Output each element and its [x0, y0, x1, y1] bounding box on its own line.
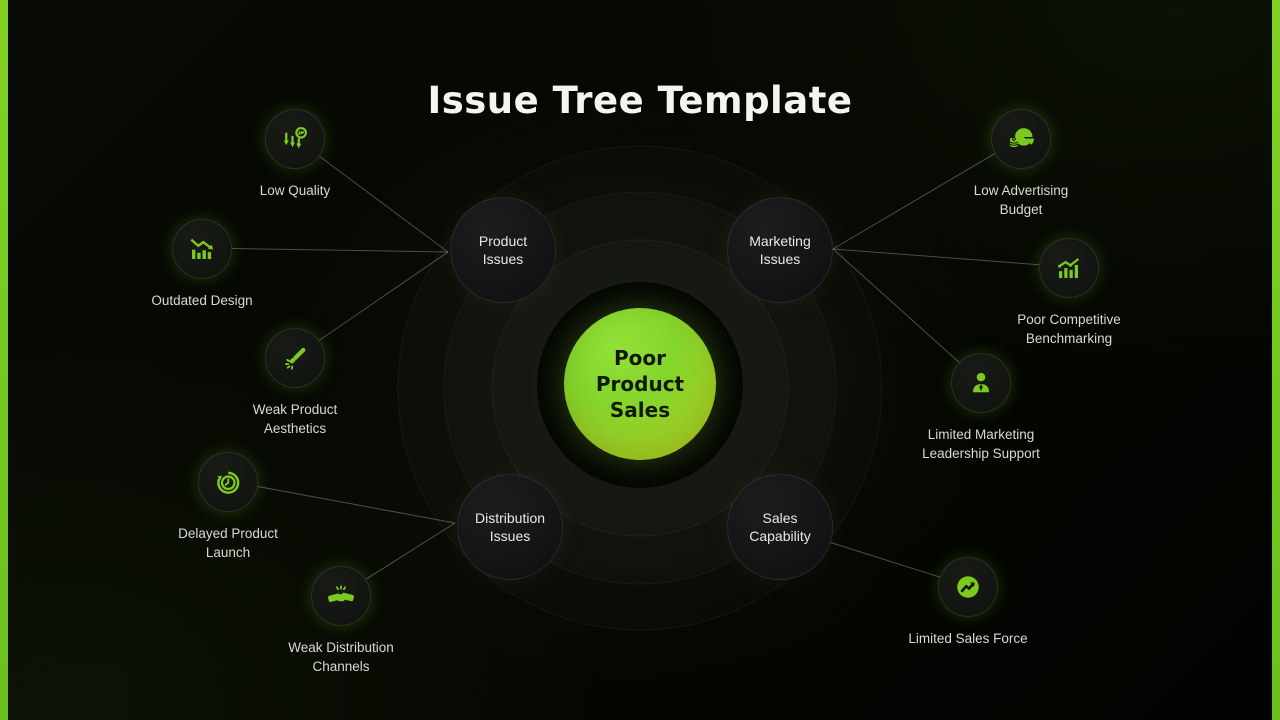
quality-decline-icon [265, 109, 325, 169]
leaf-delayed-product-launch: Delayed Product Launch [138, 452, 318, 562]
center-node: Poor Product Sales [564, 308, 716, 460]
leaf-label: Low Quality [259, 183, 331, 198]
leaf-label: Poor Competitive Benchmarking [1017, 312, 1121, 346]
ring-middle [443, 191, 837, 585]
stopwatch-icon [198, 452, 258, 512]
leaf-label: Outdated Design [151, 293, 253, 308]
growth-chart-icon [1039, 238, 1099, 298]
person-icon [951, 353, 1011, 413]
leaf-outdated-design: Outdated Design [112, 219, 292, 311]
trending-up-circle-icon [938, 557, 998, 617]
branch-node-product-issues: Product Issues [450, 197, 556, 303]
leaf-limited-sales-force: Limited Sales Force [878, 557, 1058, 649]
branch-node-label: Distribution Issues [474, 509, 546, 544]
magic-wand-icon [265, 328, 325, 388]
leaf-low-advertising-budget: Low Advertising Budget [931, 109, 1111, 219]
branch-node-marketing-issues: Marketing Issues [727, 197, 833, 303]
leaf-low-quality: Low Quality [205, 109, 385, 201]
leaf-label: Weak Product Aesthetics [252, 402, 338, 436]
budget-pie-chart-icon [991, 109, 1051, 169]
accent-strip-right [1272, 0, 1280, 720]
leaf-label: Limited Sales Force [908, 631, 1028, 646]
branch-node-sales-capability: Sales Capability [727, 474, 833, 580]
leaf-label: Weak Distribution Channels [288, 640, 394, 674]
accent-strip-left [0, 0, 8, 720]
leaf-poor-competitive-benchmarking: Poor Competitive Benchmarking [979, 238, 1159, 348]
page-title: Issue Tree Template [427, 78, 853, 122]
leaf-weak-product-aesthetics: Weak Product Aesthetics [205, 328, 385, 438]
branch-node-label: Marketing Issues [749, 232, 811, 267]
ring-inner [491, 239, 789, 537]
center-node-label: Poor Product Sales [595, 346, 685, 422]
leaf-weak-distribution-channels: Weak Distribution Channels [251, 566, 431, 676]
branch-node-label: Product Issues [478, 232, 528, 267]
ring-outer [397, 145, 883, 631]
branch-node-distribution-issues: Distribution Issues [457, 474, 563, 580]
leaf-label: Limited Marketing Leadership Support [922, 427, 1040, 461]
handshake-icon [311, 566, 371, 626]
leaf-limited-marketing-leadership-support: Limited Marketing Leadership Support [891, 353, 1071, 463]
leaf-label: Low Advertising Budget [973, 183, 1069, 217]
branch-node-label: Sales Capability [749, 509, 811, 544]
declining-chart-icon [172, 219, 232, 279]
leaf-label: Delayed Product Launch [178, 526, 278, 560]
